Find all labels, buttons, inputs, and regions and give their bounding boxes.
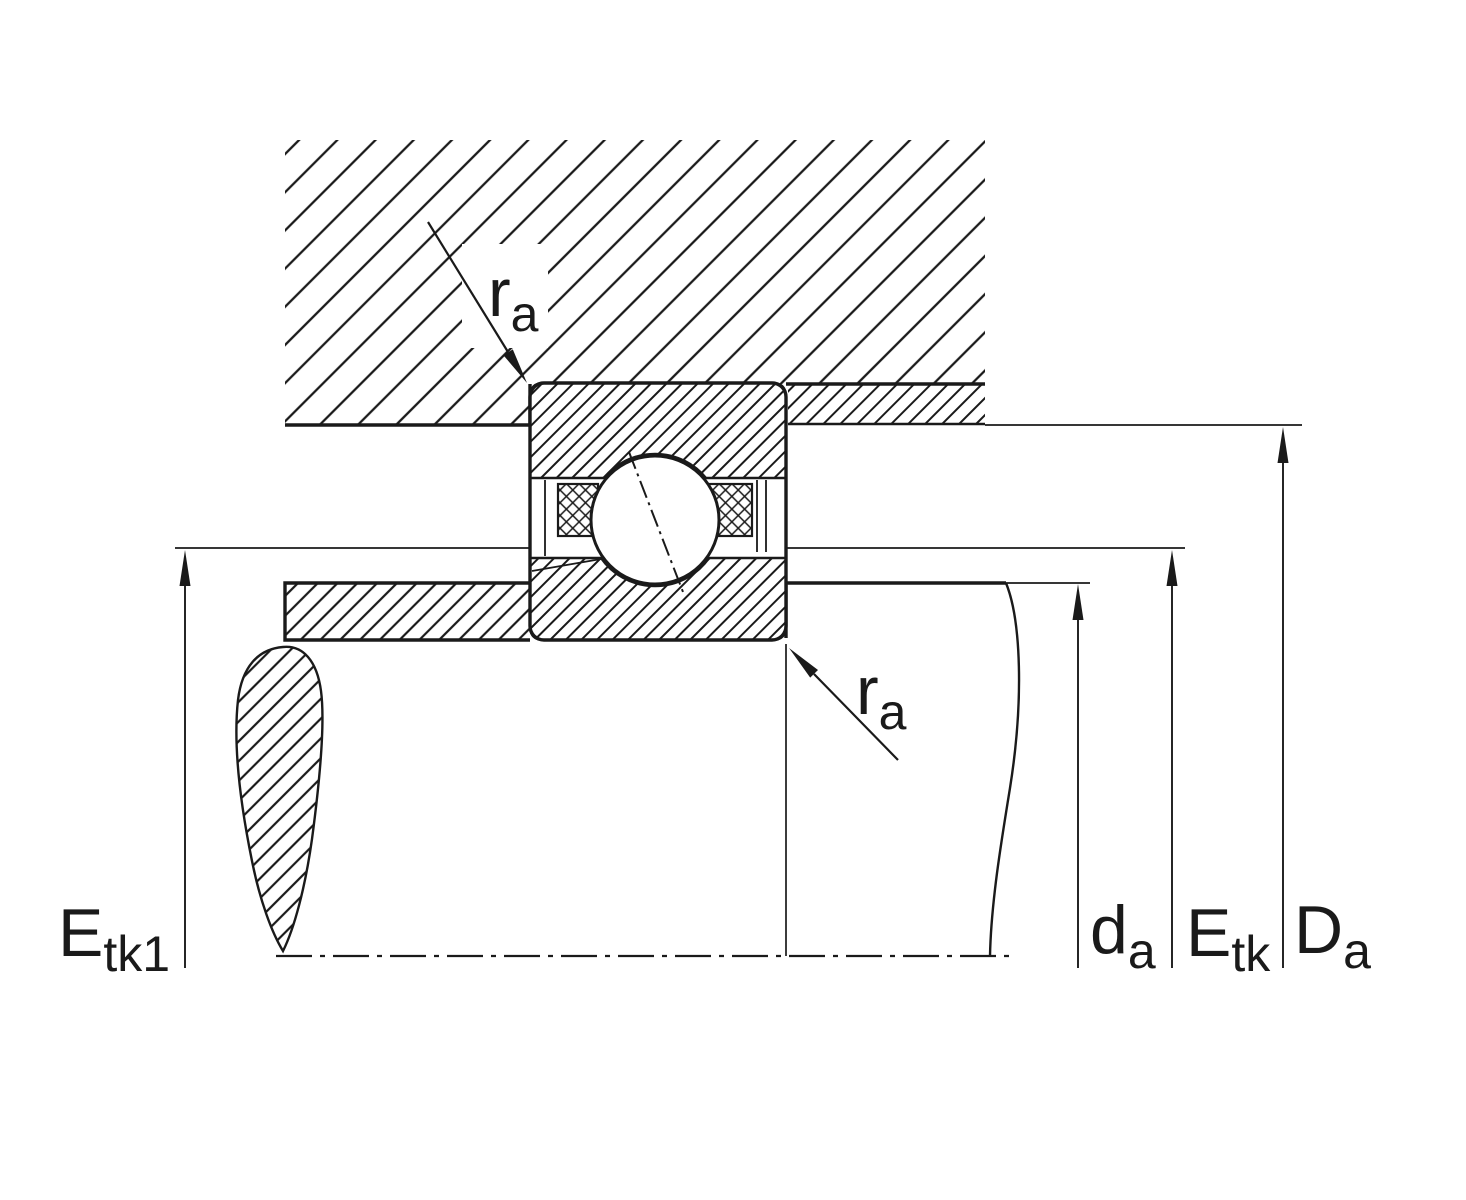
label-etk: Etk: [1186, 895, 1271, 982]
inner-ring-shoulder-line: [531, 558, 602, 572]
leader-ra-top: [427, 221, 548, 383]
label-ra-top-sub: a: [511, 286, 539, 342]
leader-ra-top-line: [427, 221, 509, 353]
dimension-etk: [1166, 550, 1178, 968]
label-clearance-patch: [462, 244, 548, 348]
dimension-etk-arrowhead: [1166, 550, 1178, 586]
label-da: da: [1090, 892, 1156, 979]
housing-section: [285, 140, 985, 427]
dimension-da: [1072, 584, 1084, 968]
bearing-section: [528, 381, 788, 642]
label-ra-bottom: ra: [856, 653, 907, 740]
leader-ra-bottom: [789, 648, 899, 761]
label-ra-top: ra: [488, 255, 539, 342]
leader-ra-bottom-arrowhead: [789, 648, 818, 678]
shaft-shoulder-hatch: [285, 583, 530, 640]
label-etk-main: E: [1186, 895, 1231, 971]
label-da-main: d: [1090, 892, 1128, 968]
dimension-da-arrowhead: [1072, 584, 1084, 620]
leader-ra-bottom-line: [813, 673, 899, 761]
outer-ring-clamp-section: [788, 385, 985, 426]
bearing-outline: [528, 381, 788, 642]
contact-angle-centerline: [628, 451, 684, 593]
label-etk1-main: E: [58, 895, 103, 971]
label-etk-sub: tk: [1231, 926, 1271, 982]
dimension-Da-arrowhead: [1277, 427, 1289, 463]
dimension-etk1: [179, 550, 191, 968]
dimension-etk1-arrowhead: [179, 550, 191, 586]
label-ra-top-main: r: [488, 255, 511, 331]
shaft-relief-section: [235, 645, 324, 954]
housing-hatch: [285, 140, 985, 425]
label-Da-sub: a: [1343, 923, 1371, 979]
shaft-break-contour: [988, 582, 1021, 957]
label-etk1: Etk1: [58, 895, 170, 982]
shaft-section: [235, 581, 1021, 957]
label-da-sub: a: [1128, 923, 1156, 979]
clamp-hatch: [788, 385, 985, 424]
label-ra-bottom-sub: a: [879, 684, 907, 740]
label-Da: Da: [1294, 892, 1371, 979]
shaft-shoulder-edges: [283, 581, 530, 642]
label-Da-main: D: [1294, 892, 1343, 968]
leader-ra-top-arrowhead: [503, 349, 527, 383]
dimension-Da: [1277, 427, 1289, 968]
label-etk1-sub: tk1: [103, 926, 170, 982]
label-ra-bottom-main: r: [856, 653, 879, 729]
